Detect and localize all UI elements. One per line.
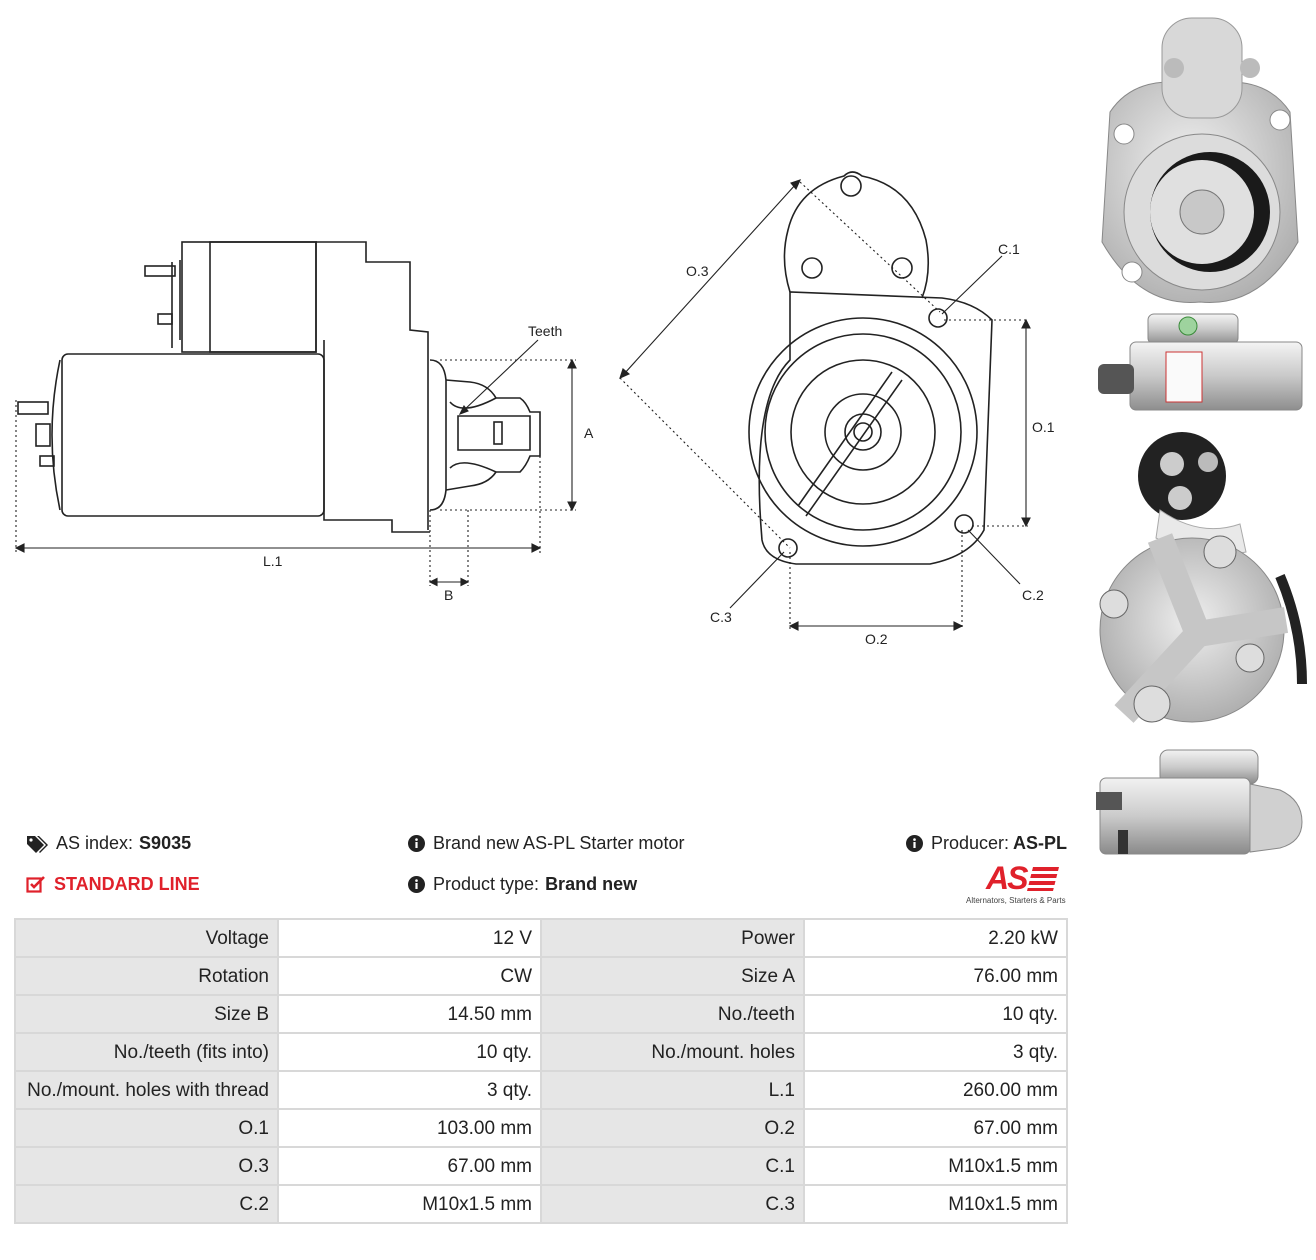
spec-label: Size A: [542, 958, 803, 994]
spec-value: 103.00 mm: [279, 1110, 540, 1146]
spec-value: 10 qty.: [805, 996, 1066, 1032]
spec-value: M10x1.5 mm: [805, 1148, 1066, 1184]
spec-value: M10x1.5 mm: [805, 1186, 1066, 1222]
spec-value: 14.50 mm: [279, 996, 540, 1032]
spec-value: 3 qty.: [279, 1072, 540, 1108]
as-index-label: AS index:: [56, 833, 134, 853]
spec-label: Voltage: [16, 920, 277, 956]
spec-label: O.2: [542, 1110, 803, 1146]
producer-value: AS-PL: [1013, 833, 1068, 853]
spec-value: 67.00 mm: [805, 1110, 1066, 1146]
product-photo-front[interactable]: [1090, 12, 1310, 308]
spec-value: 10 qty.: [279, 1034, 540, 1070]
teeth-label: Teeth: [528, 323, 562, 339]
spec-label: L.1: [542, 1072, 803, 1108]
product-type: Product type: Brand new: [408, 874, 637, 895]
spec-label: Power: [542, 920, 803, 956]
spec-value: 12 V: [279, 920, 540, 956]
as-index: AS index: S9035: [26, 833, 191, 854]
logo-mark: AS: [986, 860, 1028, 896]
info-icon: [408, 876, 425, 893]
product-photo-side[interactable]: [1090, 306, 1310, 416]
spec-label: C.2: [16, 1186, 277, 1222]
as-index-value: S9035: [139, 833, 192, 853]
as-pl-logo: AS Alternators, Starters & Parts: [966, 862, 1070, 908]
spec-label: No./teeth (fits into): [16, 1034, 277, 1070]
o3-label: O.3: [686, 263, 709, 279]
spec-value: CW: [279, 958, 540, 994]
spec-label: C.3: [542, 1186, 803, 1222]
spec-label: Rotation: [16, 958, 277, 994]
tags-icon: [27, 835, 48, 853]
spec-label: Size B: [16, 996, 277, 1032]
product-type-label: Product type:: [433, 874, 540, 894]
spec-value: 76.00 mm: [805, 958, 1066, 994]
product-photo-angle[interactable]: [1090, 744, 1310, 860]
spec-value: 67.00 mm: [279, 1148, 540, 1184]
logo-bars: [1027, 867, 1059, 891]
front-view-drawing: O.3 C.1 O.1 C.2 C.3 O.2: [619, 171, 1055, 647]
spec-label: O.1: [16, 1110, 277, 1146]
checkbox-icon: [26, 875, 45, 893]
spec-value: 2.20 kW: [805, 920, 1066, 956]
spec-label: O.3: [16, 1148, 277, 1184]
product-photo-rear[interactable]: [1090, 428, 1310, 734]
l1-label: L.1: [263, 553, 283, 569]
side-view-drawing: Teeth A L.1 B: [14, 241, 594, 603]
spec-label: No./teeth: [542, 996, 803, 1032]
c3-label: C.3: [710, 609, 732, 625]
description-text: Brand new AS-PL Starter motor: [433, 833, 685, 853]
spec-label: C.1: [542, 1148, 803, 1184]
size-b-label: B: [444, 587, 453, 603]
spec-value: 3 qty.: [805, 1034, 1066, 1070]
logo-tagline: Alternators, Starters & Parts: [966, 896, 1066, 905]
line-name: STANDARD LINE: [54, 874, 200, 894]
description: Brand new AS-PL Starter motor: [408, 833, 684, 854]
spec-value: 260.00 mm: [805, 1072, 1066, 1108]
producer-label: Producer:: [931, 833, 1010, 853]
product-type-value: Brand new: [545, 874, 638, 894]
info-icon: [906, 835, 923, 852]
product-line: STANDARD LINE: [26, 874, 200, 895]
spec-row: No./teeth (fits into)10 qty.No./mount. h…: [16, 1034, 1066, 1070]
c2-label: C.2: [1022, 587, 1044, 603]
producer: Producer: AS-PL: [906, 833, 1067, 854]
spec-label: No./mount. holes: [542, 1034, 803, 1070]
o1-label: O.1: [1032, 419, 1055, 435]
o2-label: O.2: [865, 631, 888, 647]
info-icon: [408, 835, 425, 852]
spec-label: No./mount. holes with thread: [16, 1072, 277, 1108]
c1-label: C.1: [998, 241, 1020, 257]
spec-value: M10x1.5 mm: [279, 1186, 540, 1222]
size-a-label: A: [584, 425, 594, 441]
